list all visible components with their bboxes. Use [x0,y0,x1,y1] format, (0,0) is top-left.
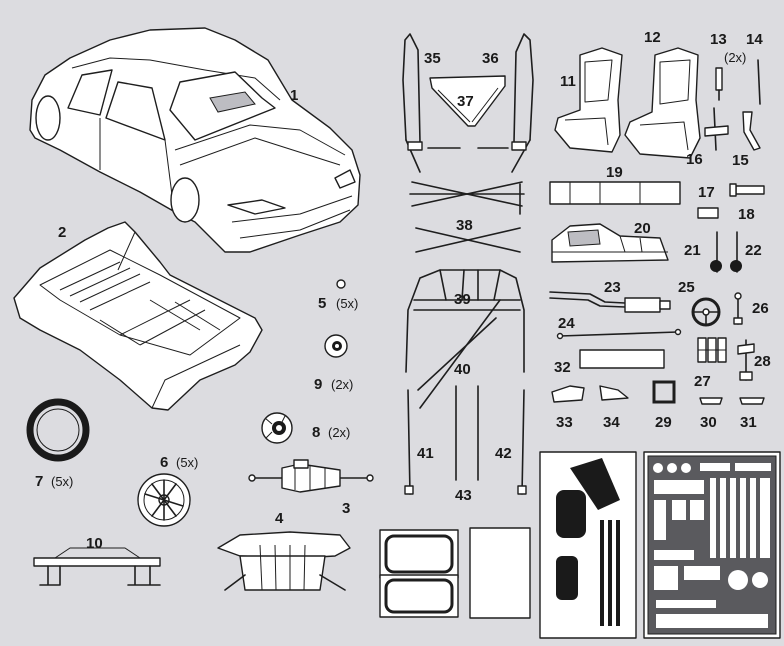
part-13-small-part: 13 (2x) [710,31,746,101]
part-label-5: 5 [318,295,326,312]
part-19-panel: 19 [549,164,681,205]
part-label-6: 6 [160,454,168,471]
part-label-7: 7 [35,473,43,490]
window-glazing-sheet [379,529,459,618]
part-17-block: 17 [697,184,719,219]
part-label-12: 12 [644,29,661,46]
part-21-upright: 21 [684,231,722,273]
part-label-8: 8 [312,424,320,441]
part-label-2: 2 [58,224,66,241]
part-label-35: 35 [424,50,441,67]
part-label-23: 23 [604,279,621,296]
part-label-13: 13 [710,31,727,48]
part-6-wheel-rim: 6 (5x) [137,454,198,527]
part-23-exhaust: 23 [549,279,671,313]
part-label-18: 18 [738,206,755,223]
part-5-washer: 5 (5x) [318,279,358,312]
part-label-16: 16 [686,151,703,168]
part-35-hoop: 35 [402,33,441,173]
part-32-panel: 32 [554,349,665,376]
part-label-29: 29 [655,414,672,431]
part-39-main-hoop: 39 [405,269,525,373]
part-label-27: 27 [694,373,711,390]
part-15-lever: 15 [732,111,761,169]
part-label-10: 10 [86,535,103,552]
part-label-36: 36 [482,50,499,67]
part-9-hub: 9 (2x) [314,334,353,393]
part-41-tube: 41 [404,389,434,495]
part-label-33: 33 [556,414,573,431]
part-29-frame: 29 [652,380,676,431]
part-qty-5: (5x) [336,296,358,311]
part-3-gearbox: 3 [248,459,374,517]
part-label-41: 41 [417,445,434,462]
part-33-lamp: 33 [551,385,585,431]
part-31-pin: 31 [739,397,765,431]
part-label-9: 9 [314,376,322,393]
part-label-40: 40 [454,361,471,378]
photo-etch-fret [643,451,781,639]
part-7-tyre: 7 (5x) [26,398,90,490]
part-label-31: 31 [740,414,757,431]
part-2-floor-pan: 2 [13,221,263,411]
part-11-seat: 11 [554,47,623,153]
part-label-21: 21 [684,242,701,259]
part-qty-8: (2x) [328,425,350,440]
part-30-pin: 30 [699,397,723,431]
part-label-20: 20 [634,220,651,237]
part-12-seat: 12 [624,29,701,159]
part-label-32: 32 [554,359,571,376]
part-20-dashboard: 20 [551,220,669,263]
part-label-15: 15 [732,152,749,169]
part-18-cylinder: 18 [729,183,765,223]
part-43-tubes: 43 [455,385,479,504]
part-label-14: 14 [746,31,763,48]
part-label-22: 22 [745,242,762,259]
part-28-handbrake: 28 [737,339,771,381]
mask-sheet [539,451,637,639]
part-qty-9: (2x) [331,377,353,392]
part-22-upright: 22 [730,231,762,273]
part-label-38: 38 [456,217,473,234]
part-27-pedals: 27 [694,337,727,390]
part-qty-6: (5x) [176,455,198,470]
part-label-42: 42 [495,445,512,462]
part-40-diagonals: 40 [417,299,501,409]
part-24-rod: 24 [556,315,682,340]
part-label-1: 1 [290,87,298,104]
part-26-lever: 26 [733,292,769,325]
part-qty-7: (5x) [51,474,73,489]
part-38-cross-braces: 38 [409,181,525,253]
part-label-19: 19 [606,164,623,181]
part-8-brake-disc: 8 (2x) [261,412,350,444]
part-label-39: 39 [454,291,471,308]
part-label-43: 43 [455,487,472,504]
part-label-26: 26 [752,300,769,317]
part-label-4: 4 [275,510,284,527]
part-36-hoop: 36 [482,33,534,173]
part-label-28: 28 [754,353,771,370]
part-37-brace: 37 [427,75,509,149]
clear-plastic-sheet [469,527,531,619]
part-label-37: 37 [457,93,474,110]
part-label-30: 30 [700,414,717,431]
part-4-console-tray: 4 [217,510,351,591]
part-label-25: 25 [678,279,695,296]
part-14-rod: 14 [746,31,763,105]
part-label-24: 24 [558,315,575,332]
part-label-3: 3 [342,500,350,517]
part-label-17: 17 [698,184,715,201]
part-qty-13: (2x) [724,50,746,65]
part-label-11: 11 [560,73,576,90]
part-10-bracket: 10 [33,535,161,586]
part-34-lamp: 34 [599,385,629,431]
part-1-body-shell: 1 [29,27,361,253]
part-label-34: 34 [603,414,620,431]
part-16-pedal: 16 [686,107,729,168]
part-25-steering-wheel: 25 [678,279,721,327]
part-42-tube: 42 [495,389,527,495]
